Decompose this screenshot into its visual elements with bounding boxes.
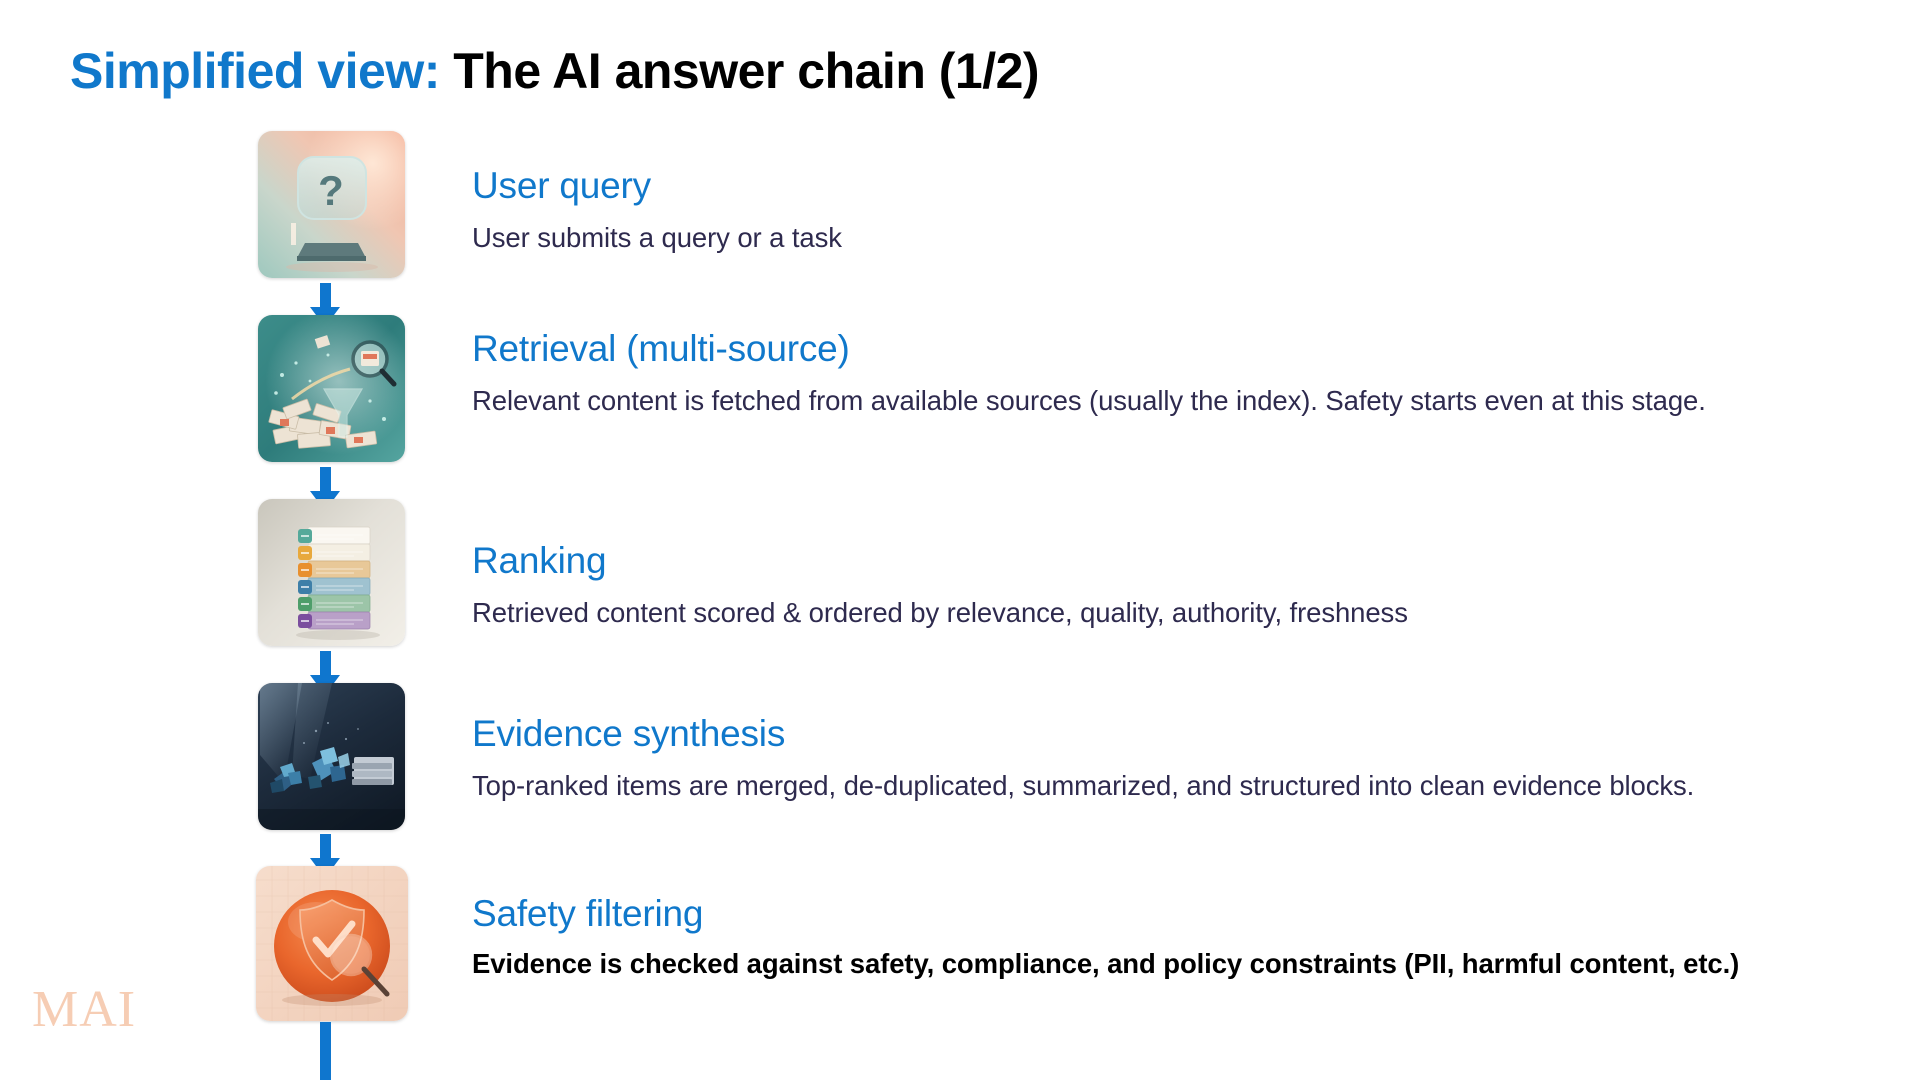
mai-watermark: MAI	[32, 981, 137, 1038]
funnel-magnifier-documents-image	[258, 315, 405, 462]
stacked-ranked-list-image	[258, 499, 405, 646]
crystal-fragments-document-stack-image	[258, 683, 405, 830]
step-heading-user-query: User query	[472, 165, 651, 206]
step-heading-ranking: Ranking	[472, 540, 607, 581]
arrow-safety-filtering-to-next	[310, 1022, 340, 1080]
step-body-user-query: User submits a query or a task	[472, 222, 842, 253]
orange-shield-check-magnifier-image	[256, 866, 408, 1021]
step-body-ranking: Retrieved content scored & ordered by re…	[472, 597, 1408, 628]
page-title: Simplified view: The AI answer chain (1/…	[70, 42, 1040, 100]
step-body-safety-filtering: Evidence is checked against safety, comp…	[472, 948, 1740, 979]
title-plain-text: The AI answer chain (1/2)	[439, 43, 1040, 99]
step-heading-retrieval: Retrieval (multi-source)	[472, 328, 850, 369]
svg-text:?: ?	[318, 167, 344, 214]
question-mark-pedestal-image: ?	[258, 131, 405, 278]
step-body-retrieval: Relevant content is fetched from availab…	[472, 385, 1706, 416]
title-accent-text: Simplified view:	[70, 43, 440, 99]
step-heading-evidence-synthesis: Evidence synthesis	[472, 713, 786, 754]
step-body-evidence-synthesis: Top-ranked items are merged, de-duplicat…	[472, 770, 1695, 801]
step-heading-safety-filtering: Safety filtering	[472, 893, 704, 934]
